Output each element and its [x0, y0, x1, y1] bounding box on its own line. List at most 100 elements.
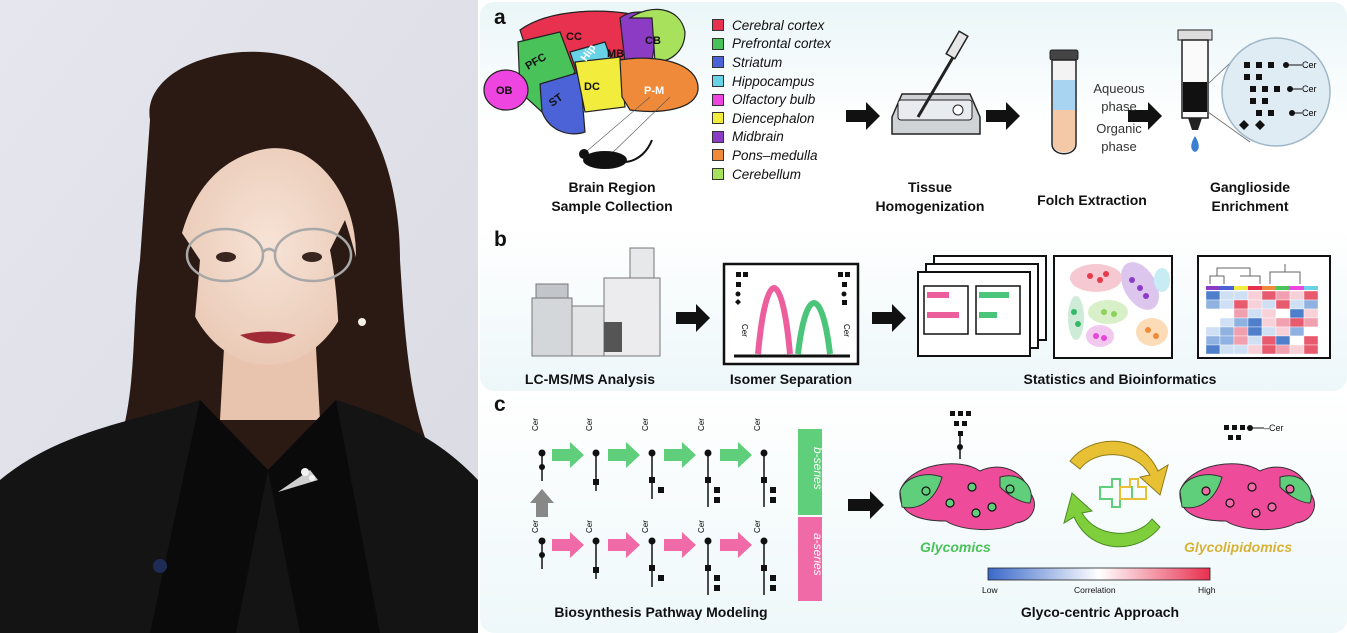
cer-label: Cer [1302, 60, 1317, 70]
region-pm: P-M [644, 85, 664, 97]
legend-item: Midbrain [712, 128, 831, 147]
panel-a-label: a [494, 6, 506, 29]
brain-glycolipidomics [1179, 463, 1315, 531]
arrow-icon [676, 304, 906, 332]
cer-label: Cer [531, 520, 540, 533]
correlation-mid: Correlation [1074, 585, 1116, 595]
homogenizer-icon [891, 30, 981, 135]
step-isomer: Isomer Separation [729, 371, 853, 387]
panel-b: b [480, 226, 1347, 391]
cer-label: Cer [1302, 84, 1317, 94]
legend-item: Cerebral cortex [712, 16, 831, 35]
region-mb: MB [607, 48, 624, 60]
research-figure: a OB PFC CC Hip MB CB ST [480, 0, 1347, 633]
mouse-icon [579, 96, 671, 169]
glycan-structure-icon [950, 411, 971, 459]
legend-swatch [712, 37, 724, 50]
cer-label: Cer [753, 418, 762, 431]
region-dc: DC [584, 81, 600, 93]
correlation-high: High [1198, 585, 1216, 595]
legend-label: Cerebral cortex [732, 17, 825, 33]
legend-swatch [712, 93, 724, 106]
organic-line2: phase [1101, 139, 1137, 154]
legend-swatch [712, 168, 724, 181]
region-ob: OB [496, 85, 513, 97]
legend-swatch [712, 130, 724, 143]
step-collection-line1: Brain Region [568, 179, 656, 195]
step-pathway: Biosynthesis Pathway Modeling [554, 604, 768, 620]
workflow-graphics-a: Cer Cer Cer [846, 29, 1331, 155]
cer-label: Cer [641, 418, 650, 431]
region-cb: CB [645, 35, 661, 47]
legend-label: Midbrain [732, 129, 784, 145]
pca-plot [1053, 255, 1173, 359]
step-collection: Brain Region Sample Collection [542, 178, 682, 216]
glycomics-label: Glycomics [920, 539, 991, 555]
brain-region-map: OB PFC CC Hip MB CB ST DC P-M [483, 8, 699, 169]
cer-label: –Cer [1264, 423, 1284, 433]
legend-label: Hippocampus [732, 73, 815, 89]
region-legend: Cerebral cortex Prefrontal cortex Striat… [712, 16, 831, 183]
cer-label: Cer [641, 520, 650, 533]
legend-swatch [712, 19, 724, 32]
legend-label: Striatum [732, 54, 783, 70]
cycle-arrows-icon [1063, 440, 1169, 548]
legend-item: Pons–medulla [712, 146, 831, 165]
arrow-icon [846, 102, 1162, 130]
panel-c: c Cer [480, 391, 1347, 633]
legend-label: Prefrontal cortex [732, 36, 832, 52]
step-lcms: LC-MS/MS Analysis [524, 371, 656, 387]
legend-label: Cerebellum [732, 166, 802, 182]
step-enrich-line1: Ganglioside [1209, 179, 1291, 195]
cer-label: Cer [585, 418, 594, 431]
step-enrichment: Ganglioside Enrichment [1180, 178, 1320, 216]
enrichment-column-icon: Cer Cer Cer [1177, 29, 1331, 152]
cer-label: Cer [1302, 108, 1317, 118]
legend-swatch [712, 149, 724, 162]
organic-phase-label: Organic phase [1084, 120, 1154, 156]
a-series-label: a-series [811, 533, 825, 576]
legend-label: Olfactory bulb [732, 92, 816, 108]
legend-label: Diencephalon [732, 110, 815, 126]
legend-label: Pons–medulla [732, 147, 818, 163]
a-series-bar [798, 517, 822, 601]
workflow-graphics-b: Cer Cer [531, 247, 1331, 366]
step-collection-line2: Sample Collection [551, 198, 673, 214]
legend-item: Diencephalon [712, 109, 831, 128]
correlation-scale [987, 567, 1211, 581]
step-folch: Folch Extraction [1037, 192, 1147, 208]
step-homogenization: Tissue Homogenization [860, 178, 1000, 216]
pathway-diagram: Cer Cer Cer Cer Cer Cer Cer Cer Cer Cer [530, 418, 825, 601]
step-enrich-line2: Enrichment [1211, 198, 1289, 214]
legend-item: Cerebellum [712, 165, 831, 184]
legend-item: Olfactory bulb [712, 90, 831, 109]
stats-cards [917, 255, 1047, 357]
aqueous-line1: Aqueous [1093, 81, 1145, 96]
pink-arrow-icon [552, 532, 752, 558]
b-series-label: b-series [811, 447, 825, 490]
b-series-bar [798, 429, 822, 515]
legend-item: Striatum [712, 53, 831, 72]
cer-label: Cer [697, 418, 706, 431]
aqueous-line2: phase [1101, 99, 1137, 114]
panel-b-label: b [494, 228, 507, 251]
panel-c-label: c [494, 393, 506, 416]
up-arrow-icon [530, 489, 554, 517]
cer-label: Cer [531, 418, 540, 431]
glycolipidomics-label: Glycolipidomics [1184, 539, 1293, 555]
green-arrow-icon [552, 442, 752, 468]
step-homog-line2: Homogenization [875, 198, 985, 214]
cer-label: Cer [842, 324, 851, 337]
legend-item: Prefrontal cortex [712, 35, 831, 54]
step-homog-line1: Tissue [907, 179, 953, 195]
region-cc: CC [566, 31, 582, 43]
correlation-low: Low [982, 585, 998, 595]
legend-swatch [712, 75, 724, 88]
legend-item: Hippocampus [712, 72, 831, 91]
legend-swatch [712, 112, 724, 125]
brain-glycomics [899, 463, 1035, 531]
panel-a: a OB PFC CC Hip MB CB ST [480, 2, 1347, 226]
legend-swatch [712, 56, 724, 69]
workflow-graphics-c: Cer Cer Cer Cer Cer Cer Cer Cer Cer Cer [530, 411, 1315, 601]
step-approach: Glyco-centric Approach [1020, 604, 1180, 620]
